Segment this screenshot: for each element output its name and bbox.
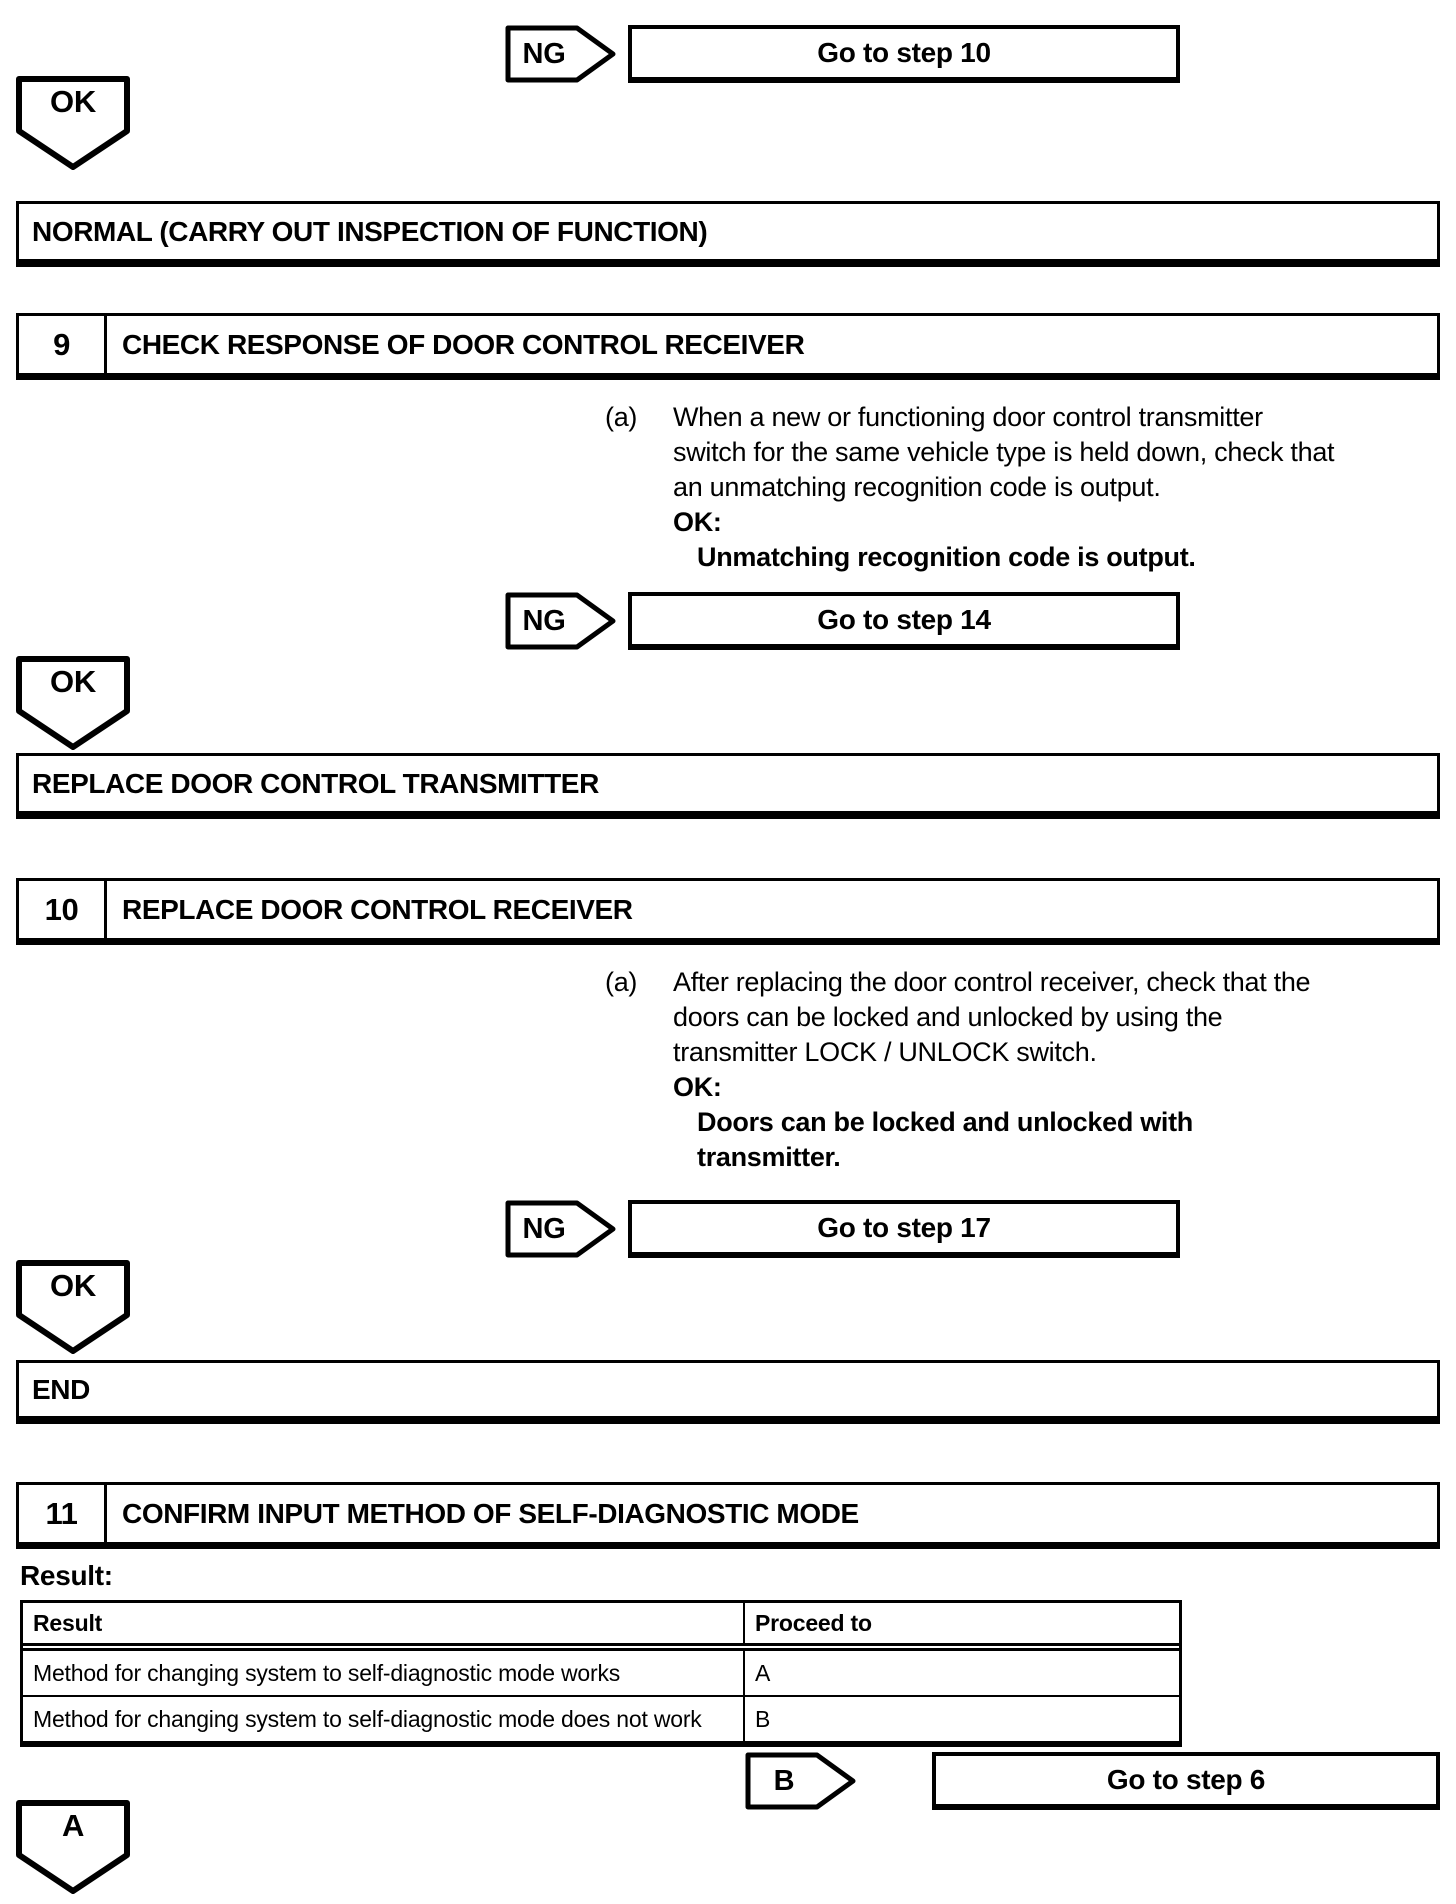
goto-step-14-label: Go to step 14 [817,604,991,635]
step-9-item-label: (a) [605,402,638,432]
b-arrow-shape [745,1752,856,1810]
ok-label-1: OK [50,84,96,119]
a-connector: A [16,1800,130,1894]
result-table-row: Method for changing system to self-diagn… [23,1651,1179,1697]
result-table-row: Method for changing system to self-diagn… [23,1697,1179,1741]
ok-criteria-label: OK: [673,507,722,537]
goto-step-14-box: Go to step 14 [628,592,1180,650]
ok-connector-3: OK [16,1260,130,1354]
ng-label-2: NG [522,604,566,637]
goto-step-10-box: Go to step 10 [628,25,1180,83]
goto-step-6-label: Go to step 6 [1106,1764,1266,1795]
ng-arrow-2: NG [505,592,617,650]
ok-criteria-line: Doors can be locked and unlocked with [697,1107,1193,1137]
step-11-number: 11 [19,1485,107,1542]
result-table-header-row: Result Proceed to [23,1603,1179,1651]
step-9-title: CHECK RESPONSE OF DOOR CONTROL RECEIVER [122,328,805,360]
proceed-to-cell: B [755,1705,771,1732]
step-10-number: 10 [19,881,107,938]
ok-connector-1: OK [16,76,130,170]
step-10-header: 10 REPLACE DOOR CONTROL RECEIVER [16,878,1440,945]
replace-transmitter-label: REPLACE DOOR CONTROL TRANSMITTER [32,767,599,799]
ng-arrow-1-shape [505,25,616,83]
result-cell: Method for changing system to self-diagn… [23,1697,745,1741]
instruction-line: When a new or functioning door control t… [673,402,1263,432]
instruction-line: doors can be locked and unlocked by usin… [673,1002,1223,1032]
instruction-line: switch for the same vehicle type is held… [673,437,1335,467]
result-table: Result Proceed to Method for changing sy… [20,1600,1182,1747]
step-9-header: 9 CHECK RESPONSE OF DOOR CONTROL RECEIVE… [16,313,1440,380]
result-table-header-result: Result [23,1603,745,1643]
normal-action-label: NORMAL (CARRY OUT INSPECTION OF FUNCTION… [32,215,708,247]
goto-step-10-label: Go to step 10 [817,37,991,68]
instruction-line: transmitter LOCK / UNLOCK switch. [673,1037,1097,1067]
ng-arrow-3-shape [505,1200,616,1258]
ok-criteria-line: Unmatching recognition code is output. [697,542,1196,572]
instruction-line: After replacing the door control receive… [673,967,1311,997]
result-cell: Method for changing system to self-diagn… [23,1651,745,1695]
step-11-title: CONFIRM INPUT METHOD OF SELF-DIAGNOSTIC … [122,1497,859,1529]
end-action-box: END [16,1360,1440,1424]
step-10-title: REPLACE DOOR CONTROL RECEIVER [122,893,633,925]
step-9-instruction: (a) When a new or functioning door contr… [605,400,1455,575]
normal-action-box: NORMAL (CARRY OUT INSPECTION OF FUNCTION… [16,201,1440,267]
result-table-header-proceed-to: Proceed to [755,1609,872,1636]
goto-step-6-box: Go to step 6 [932,1752,1440,1810]
ok-connector-1-shape [16,76,130,170]
ok-criteria-line: transmitter. [697,1142,841,1172]
ok-label-2: OK [50,664,96,699]
a-connector-shape [16,1800,130,1894]
step-10-instruction: (a) After replacing the door control rec… [605,965,1455,1175]
ok-connector-2: OK [16,656,130,750]
replace-transmitter-action-box: REPLACE DOOR CONTROL TRANSMITTER [16,753,1440,819]
ng-arrow-3: NG [505,1200,617,1258]
goto-step-17-box: Go to step 17 [628,1200,1180,1258]
proceed-to-cell: A [755,1659,771,1686]
ok-label-3: OK [50,1268,96,1303]
result-section-label: Result: [20,1560,113,1591]
instruction-line: an unmatching recognition code is output… [673,472,1161,502]
b-label: B [773,1764,795,1797]
ok-criteria-label: OK: [673,1072,722,1102]
ok-connector-3-shape [16,1260,130,1354]
step-9-number: 9 [19,316,107,373]
goto-step-17-label: Go to step 17 [817,1212,991,1243]
ng-label-3: NG [522,1212,566,1245]
end-label: END [32,1373,90,1405]
ok-connector-2-shape [16,656,130,750]
ng-label-1: NG [522,37,566,70]
a-label: A [61,1808,85,1843]
step-10-item-label: (a) [605,967,638,997]
ng-arrow-2-shape [505,592,616,650]
b-arrow: B [745,1752,857,1810]
step-11-header: 11 CONFIRM INPUT METHOD OF SELF-DIAGNOST… [16,1482,1440,1549]
ng-arrow-1: NG [505,25,617,83]
